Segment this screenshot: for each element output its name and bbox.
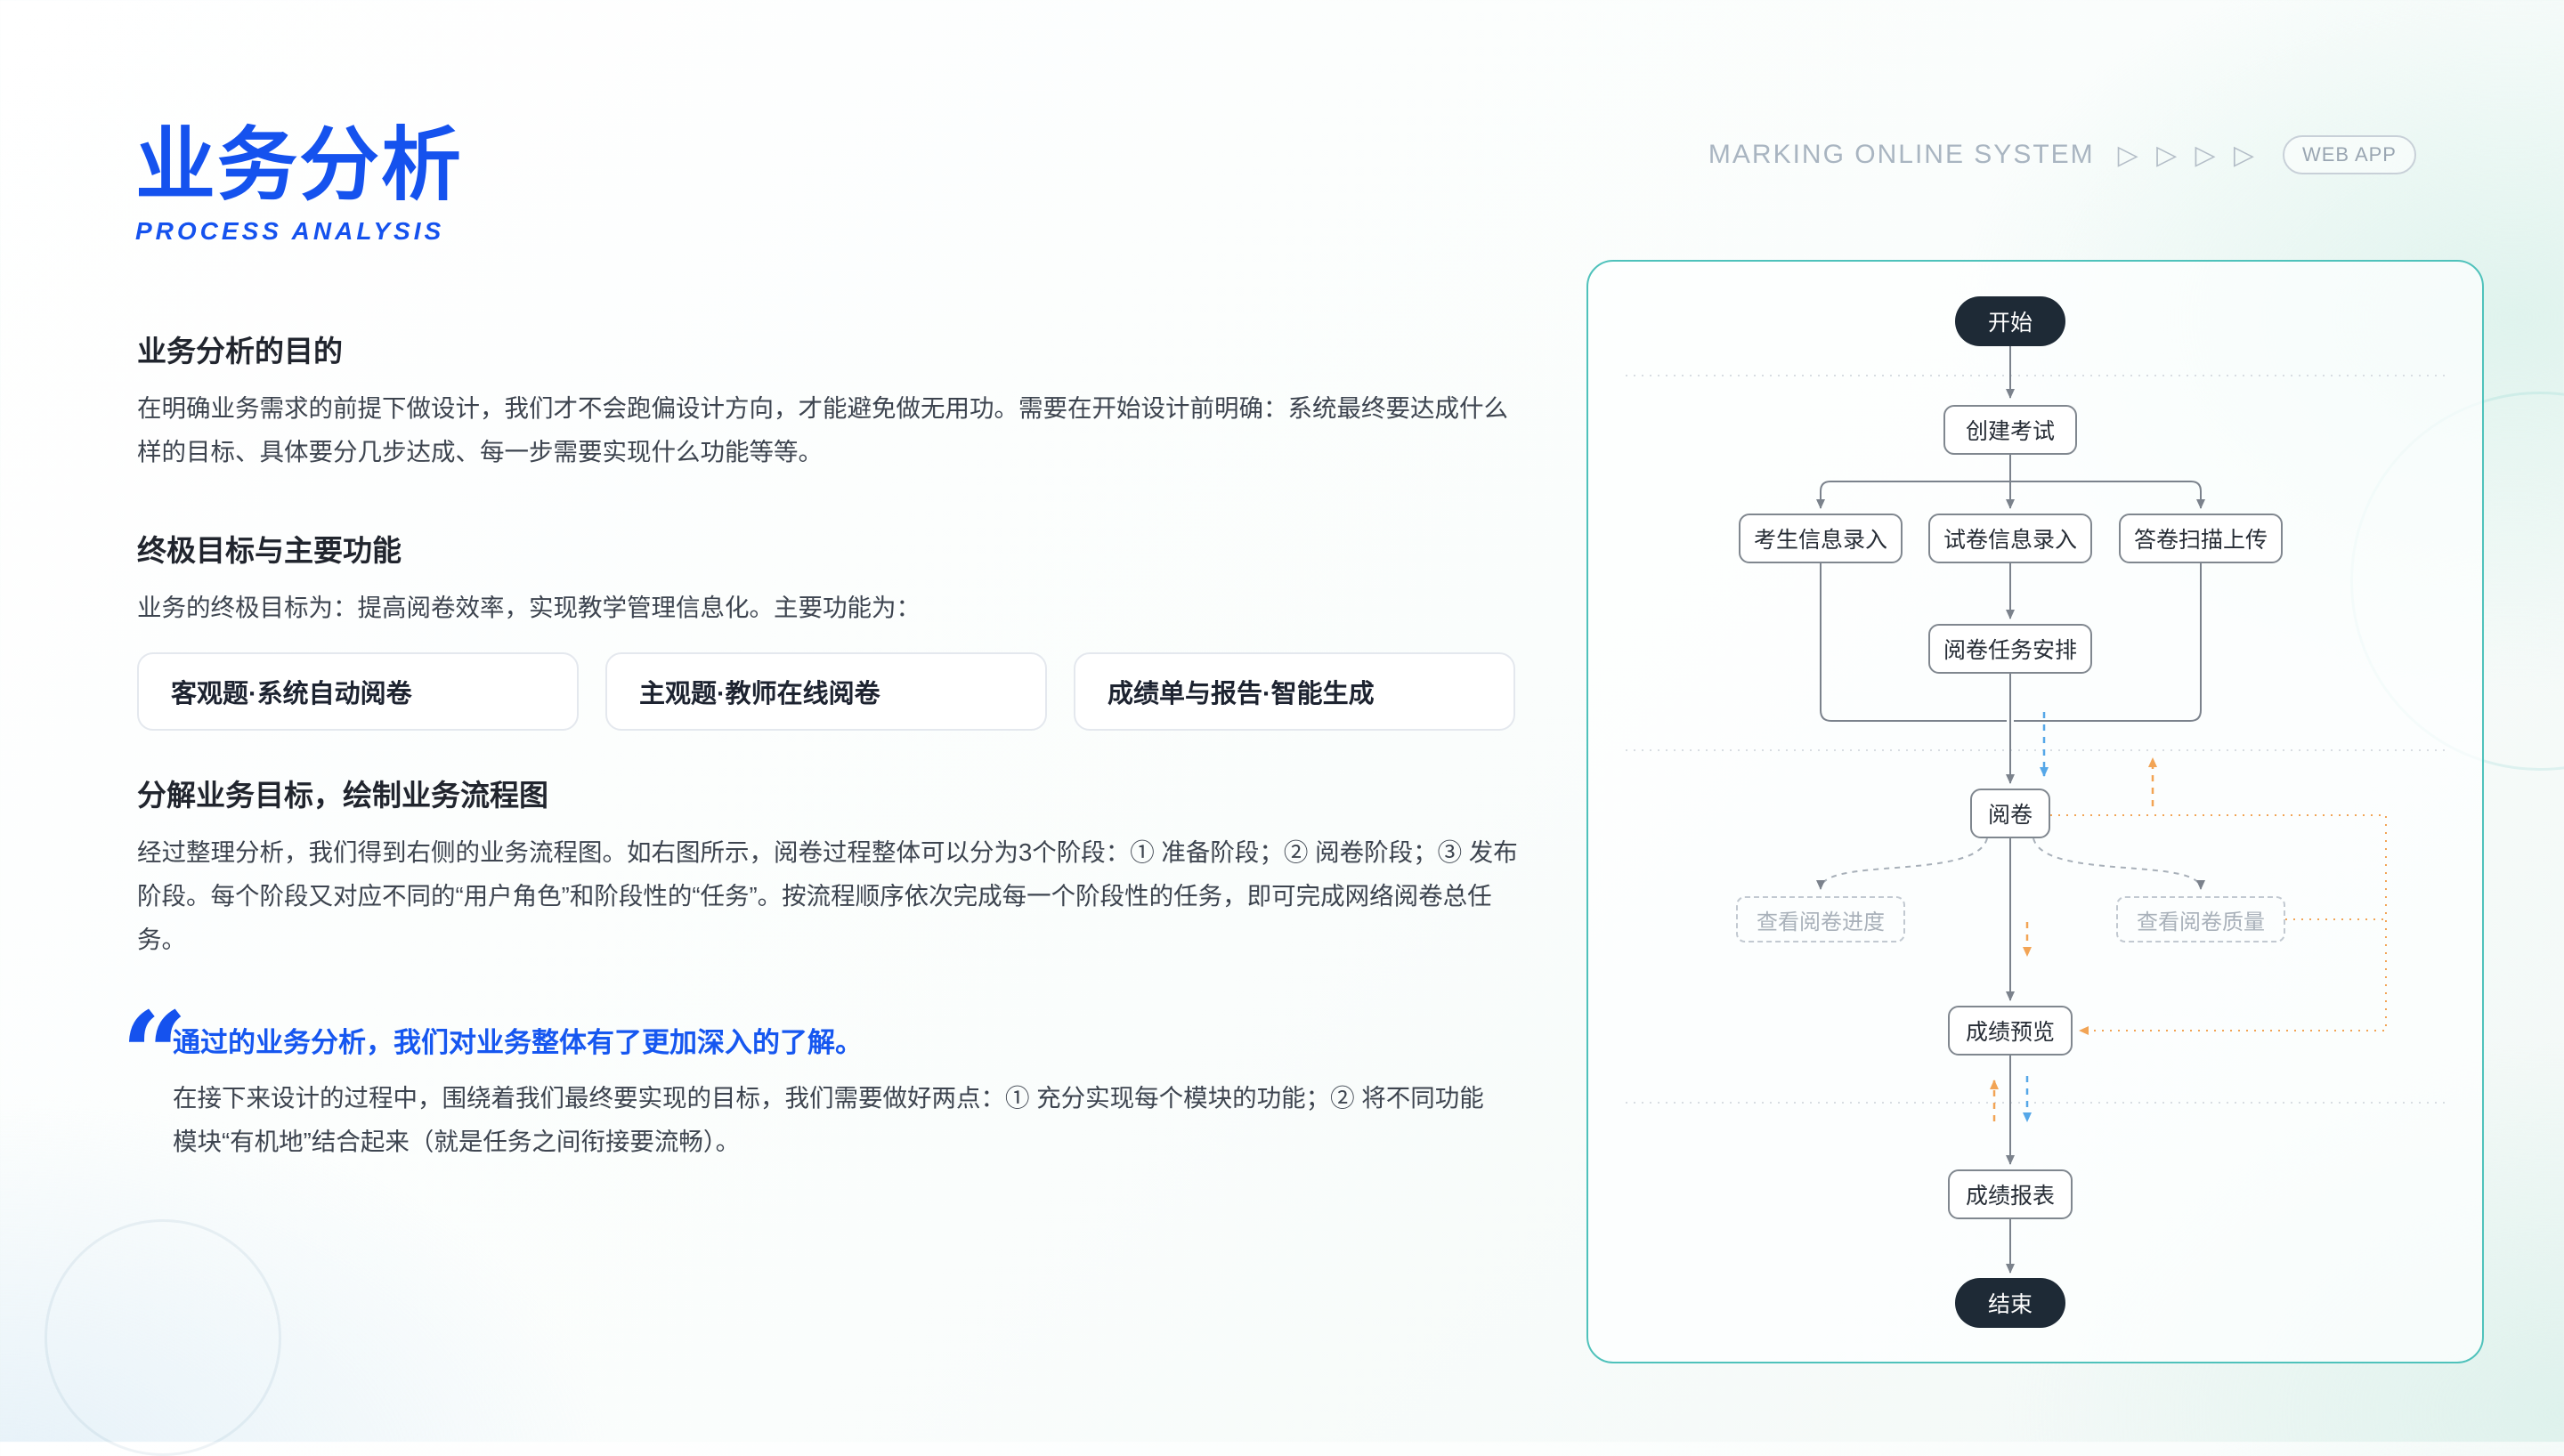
quote-highlight: 通过的业务分析，我们对业务整体有了更加深入的了解。: [173, 1027, 863, 1058]
feature-card-objective: 客观题·系统自动阅卷: [137, 652, 579, 731]
flow-node-paper-info: 试卷信息录入: [1928, 514, 2092, 563]
flow-node-start: 开始: [1955, 296, 2065, 346]
section-decompose-heading: 分解业务目标，绘制业务流程图: [137, 779, 548, 812]
section-purpose: 业务分析的目的 在明确业务需求的前提下做设计，我们才不会跑偏设计方向，才能避免做…: [137, 328, 1526, 473]
quote-icon: “: [121, 986, 188, 1122]
flow-node-student-info: 考生信息录入: [1739, 514, 1903, 563]
section-goals-heading: 终极目标与主要功能: [137, 534, 402, 567]
system-label: MARKING ONLINE SYSTEM: [1708, 140, 2095, 169]
web-app-badge: WEB APP: [2282, 135, 2416, 174]
quote-block: “ 通过的业务分析，我们对业务整体有了更加深入的了解。 在接下来设计的过程中，围…: [121, 997, 1526, 1163]
flow-node-task-assign: 阅卷任务安排: [1928, 624, 2092, 674]
page-subtitle: PROCESS ANALYSIS: [135, 217, 445, 245]
flowchart-panel: 开始 创建考试 考生信息录入 试卷信息录入 答卷扫描上传 阅卷任务安排 阅卷 查…: [1586, 260, 2484, 1363]
section-goals-body: 业务的终极目标为：提高阅卷效率，实现教学管理信息化。主要功能为：: [137, 594, 921, 621]
flow-node-create-exam: 创建考试: [1943, 405, 2077, 455]
section-decompose-body: 经过整理分析，我们得到右侧的业务流程图。如右图所示，阅卷过程整体可以分为3个阶段…: [137, 838, 1518, 953]
play-arrows-icon: ▷ ▷ ▷ ▷: [2117, 140, 2260, 170]
section-decompose: 分解业务目标，绘制业务流程图 经过整理分析，我们得到右侧的业务流程图。如右图所示…: [137, 772, 1526, 961]
flow-node-view-progress: 查看阅卷进度: [1736, 896, 1905, 942]
header: 业务分析 PROCESS ANALYSIS: [135, 123, 463, 246]
feature-card-report: 成绩单与报告·智能生成: [1074, 652, 1515, 731]
flow-node-view-quality: 查看阅卷质量: [2116, 896, 2285, 942]
page-title: 业务分析: [135, 121, 463, 210]
flow-node-answer-scan: 答卷扫描上传: [2119, 514, 2283, 563]
decor-ring: [45, 1219, 281, 1456]
flow-node-marking: 阅卷: [1970, 789, 2050, 838]
section-purpose-heading: 业务分析的目的: [137, 335, 343, 368]
section-purpose-body: 在明确业务需求的前提下做设计，我们才不会跑偏设计方向，才能避免做无用功。需要在开…: [137, 394, 1508, 465]
flow-node-score-report: 成绩报表: [1948, 1169, 2073, 1219]
content-column: 业务分析的目的 在明确业务需求的前提下做设计，我们才不会跑偏设计方向，才能避免做…: [121, 328, 1526, 1163]
quote-body: 在接下来设计的过程中，围绕着我们最终要实现的目标，我们需要做好两点：① 充分实现…: [173, 1084, 1484, 1155]
feature-cards: 客观题·系统自动阅卷 主观题·教师在线阅卷 成绩单与报告·智能生成: [137, 652, 1515, 731]
feature-card-subjective: 主观题·教师在线阅卷: [605, 652, 1047, 731]
flow-node-end: 结束: [1955, 1278, 2065, 1328]
flow-node-score-preview: 成绩预览: [1948, 1006, 2073, 1056]
section-goals: 终极目标与主要功能 业务的终极目标为：提高阅卷效率，实现教学管理信息化。主要功能…: [137, 527, 1526, 731]
header-right: MARKING ONLINE SYSTEM ▷ ▷ ▷ ▷ WEB APP: [1708, 135, 2416, 174]
